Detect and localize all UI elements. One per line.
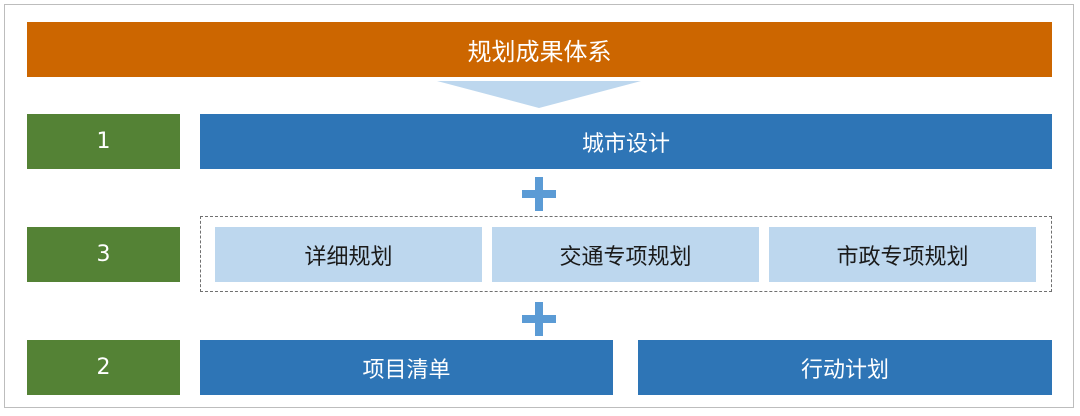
diagram-frame bbox=[4, 4, 1074, 408]
title-bar: 规划成果体系 bbox=[27, 22, 1052, 77]
detailed-plan-box: 详细规划 bbox=[215, 227, 482, 282]
row-number-1: 1 bbox=[27, 114, 180, 169]
dashed-group bbox=[200, 216, 1052, 292]
project-list-box: 项目清单 bbox=[200, 340, 613, 395]
action-plan-box: 行动计划 bbox=[638, 340, 1052, 395]
row-number-3: 3 bbox=[27, 227, 180, 282]
row-number-2: 2 bbox=[27, 340, 180, 395]
urban-design-box: 城市设计 bbox=[200, 114, 1052, 169]
municipal-plan-box: 市政专项规划 bbox=[769, 227, 1036, 282]
traffic-plan-box: 交通专项规划 bbox=[492, 227, 759, 282]
plus-icon bbox=[522, 302, 556, 336]
plus-icon bbox=[522, 177, 556, 211]
